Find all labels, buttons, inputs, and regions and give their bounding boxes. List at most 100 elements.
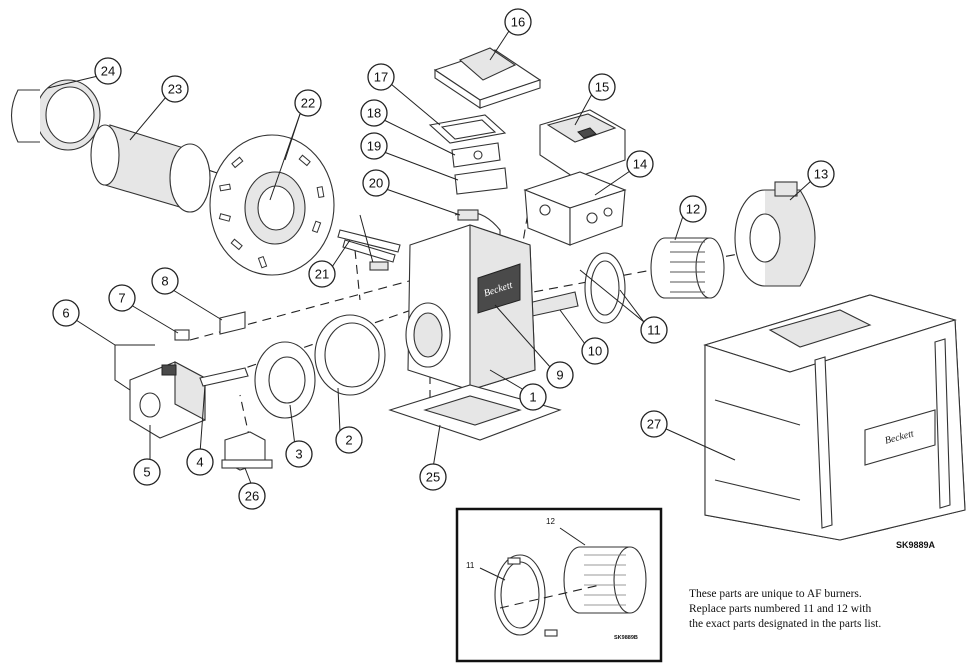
note-line-3: the exact parts designated in the parts … <box>689 618 882 630</box>
part-26-solenoid-valve <box>221 431 273 471</box>
callout-10: 10 <box>581 337 609 365</box>
part-3-air-shutter <box>254 341 316 419</box>
part-7-fitting <box>174 329 190 341</box>
callout-circle <box>581 337 609 365</box>
callout-24: 24 <box>94 57 122 85</box>
callout-26: 26 <box>238 482 266 510</box>
note-line-2: Replace parts numbered 11 and 12 with <box>689 603 872 615</box>
callout-11: 11 <box>640 316 668 344</box>
part-11-inlet-ring <box>584 252 626 324</box>
callout-15: 15 <box>588 73 616 101</box>
inset-label-11: 11 <box>466 561 475 570</box>
callout-circle <box>360 99 388 127</box>
callout-number: 8 <box>161 274 168 289</box>
callout-circle <box>519 383 547 411</box>
callout-number: 6 <box>62 306 69 321</box>
callout-23: 23 <box>161 75 189 103</box>
callout-7: 7 <box>108 284 136 312</box>
inset-drawing-code: SK9889B <box>614 635 638 641</box>
part-27-burner-cover: Beckett <box>703 294 966 541</box>
callout-number: 7 <box>118 291 125 306</box>
part-22-mounting-flange <box>209 134 335 276</box>
callout-16: 16 <box>504 8 532 36</box>
callout-number: 11 <box>647 323 661 338</box>
part-4-connector-tube <box>199 367 249 387</box>
callout-25: 25 <box>419 463 447 491</box>
inset-panel <box>455 507 663 663</box>
callout-circle <box>679 195 707 223</box>
callout-number: 5 <box>143 465 150 480</box>
callout-circle <box>640 410 668 438</box>
inset-part-12-blower-wheel <box>563 546 647 614</box>
callout-circle <box>504 8 532 36</box>
callout-18: 18 <box>360 99 388 127</box>
callout-number: 3 <box>295 447 302 462</box>
callout-8: 8 <box>151 267 179 295</box>
inset-label-12: 12 <box>546 517 555 526</box>
callout-circle <box>640 316 668 344</box>
callout-circle <box>367 63 395 91</box>
callout-number: 23 <box>168 82 182 97</box>
callout-number: 14 <box>633 157 647 172</box>
callout-number: 1 <box>529 390 536 405</box>
part-16-igniter <box>433 47 542 110</box>
callout-circle <box>360 132 388 160</box>
callout-number: 18 <box>367 106 381 121</box>
callout-19: 19 <box>360 132 388 160</box>
brand-plate: Beckett <box>477 263 521 314</box>
callout-22: 22 <box>294 89 322 117</box>
callout-20: 20 <box>362 169 390 197</box>
callout-number: 13 <box>814 167 828 182</box>
callout-number: 21 <box>315 267 329 282</box>
callout-number: 26 <box>245 489 259 504</box>
callout-17: 17 <box>367 63 395 91</box>
callout-circle <box>308 260 336 288</box>
callout-number: 24 <box>101 64 115 79</box>
callout-number: 15 <box>595 80 609 95</box>
callout-number: 2 <box>345 433 352 448</box>
callout-circle <box>161 75 189 103</box>
part-8-bracket <box>219 311 246 335</box>
leader-lines <box>47 30 812 487</box>
part-15-primary-control <box>539 109 626 179</box>
callout-circle <box>362 169 390 197</box>
part-12-blower-wheel <box>650 237 725 299</box>
callout-circle <box>294 89 322 117</box>
callout-circle <box>52 299 80 327</box>
callout-3: 3 <box>285 440 313 468</box>
callout-number: 4 <box>196 455 203 470</box>
callout-5: 5 <box>133 458 161 486</box>
callout-number: 27 <box>647 417 661 432</box>
callout-circle <box>133 458 161 486</box>
part-17-gasket <box>428 114 507 144</box>
callout-number: 9 <box>556 368 563 383</box>
part-13-motor <box>734 181 816 287</box>
drawing-code: SK9889A <box>896 540 936 550</box>
inset-part-11-inlet-ring <box>494 554 558 637</box>
callout-circle <box>186 448 214 476</box>
part-number-callouts: 1234567891011121314151617181920212223242… <box>52 8 835 510</box>
part-2-air-band <box>314 314 386 396</box>
part-6-oil-line <box>114 344 155 391</box>
note-line-1: These parts are unique to AF burners. <box>689 588 862 600</box>
part-24-flange-ring <box>10 79 101 151</box>
callout-6: 6 <box>52 299 80 327</box>
callout-circle <box>108 284 136 312</box>
callout-circle <box>335 426 363 454</box>
callout-21: 21 <box>308 260 336 288</box>
callout-circle <box>546 361 574 389</box>
callout-circle <box>588 73 616 101</box>
callout-number: 12 <box>686 202 700 217</box>
callout-circle <box>419 463 447 491</box>
callout-number: 16 <box>511 15 525 30</box>
callout-number: 22 <box>301 96 315 111</box>
callout-circle <box>285 440 313 468</box>
callout-2: 2 <box>335 426 363 454</box>
callout-number: 10 <box>588 344 602 359</box>
part-21-electrode-assembly <box>337 214 401 271</box>
callout-number: 25 <box>426 470 440 485</box>
callout-circle <box>238 482 266 510</box>
callout-number: 19 <box>367 139 381 154</box>
callout-1: 1 <box>519 383 547 411</box>
callout-9: 9 <box>546 361 574 389</box>
